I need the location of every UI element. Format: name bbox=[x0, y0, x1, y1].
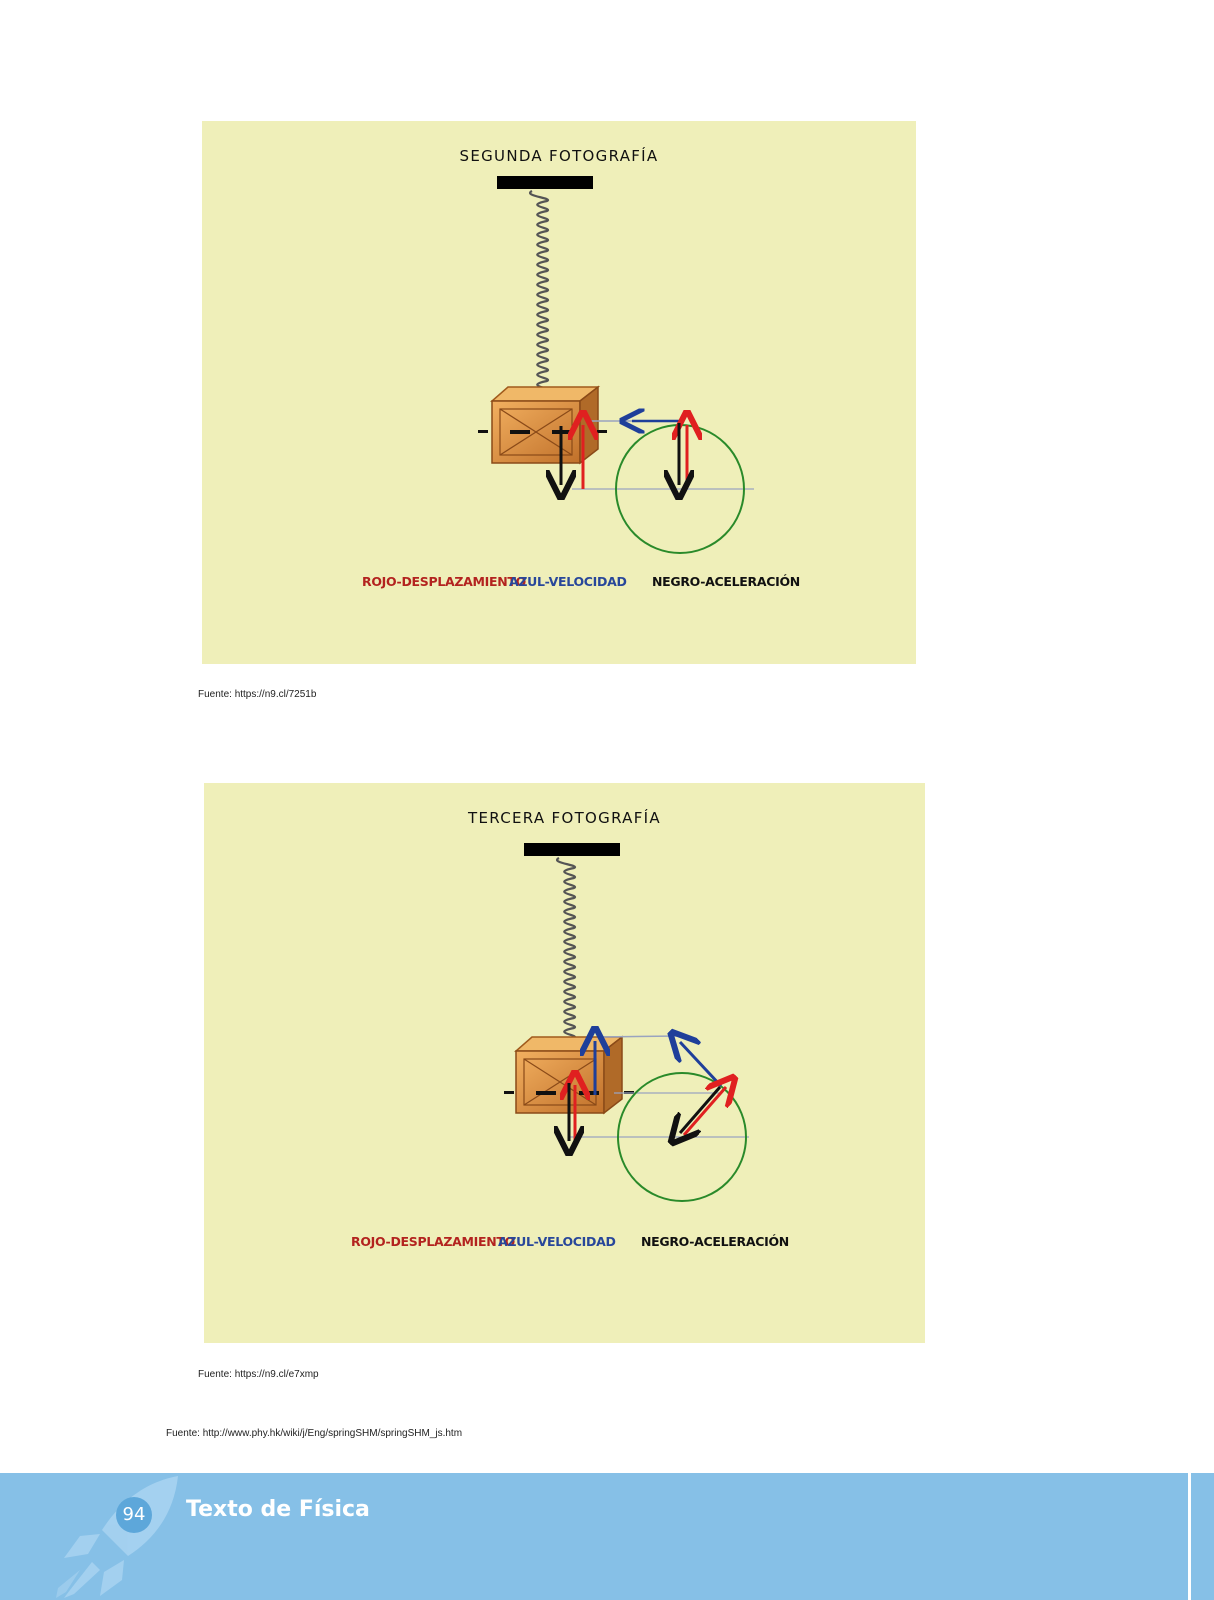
shm-diagram bbox=[504, 843, 749, 1202]
legend-displacement: ROJO-DESPLAZAMIENTO bbox=[351, 1234, 515, 1249]
displacement-vector-circle bbox=[682, 1087, 726, 1136]
ceiling-bar bbox=[524, 843, 620, 856]
page-number: 94 bbox=[116, 1497, 152, 1533]
spring-icon bbox=[528, 190, 550, 393]
legend-velocity: AZUL-VELOCIDAD bbox=[509, 574, 627, 589]
shm-diagram bbox=[478, 176, 754, 554]
figure-title: TERCERA FOTOGRAFÍA bbox=[468, 809, 661, 827]
footer-edge bbox=[1191, 1473, 1214, 1600]
figure-tercera-fotografia: TERCERA FOTOGRAFÍA bbox=[204, 783, 925, 1343]
spring-icon bbox=[555, 857, 577, 1040]
figure-segunda-fotografia: SEGUNDA FOTOGRAFÍA bbox=[202, 121, 916, 664]
footer-title: Texto de Física bbox=[186, 1497, 370, 1522]
legend-acceleration: NEGRO-ACELERACIÓN bbox=[652, 574, 800, 589]
legend: ROJO-DESPLAZAMIENTO AZUL-VELOCIDAD NEGRO… bbox=[204, 1234, 925, 1254]
figure-source: Fuente: https://n9.cl/7251b bbox=[198, 689, 317, 700]
velocity-vector-circle bbox=[680, 1042, 723, 1088]
rocket-icon bbox=[56, 1476, 178, 1598]
figure-source: Fuente: https://n9.cl/e7xmp bbox=[198, 1369, 319, 1380]
legend: ROJO-DESPLAZAMIENTO AZUL-VELOCIDAD NEGRO… bbox=[202, 574, 916, 594]
legend-displacement: ROJO-DESPLAZAMIENTO bbox=[362, 574, 526, 589]
ceiling-bar bbox=[497, 176, 593, 189]
acceleration-vector-circle bbox=[680, 1086, 722, 1133]
page-source: Fuente: http://www.phy.hk/wiki/j/Eng/spr… bbox=[166, 1428, 463, 1439]
legend-velocity: AZUL-VELOCIDAD bbox=[498, 1234, 616, 1249]
footer-band bbox=[0, 1473, 1188, 1600]
legend-acceleration: NEGRO-ACELERACIÓN bbox=[641, 1234, 789, 1249]
reference-circle bbox=[617, 1072, 747, 1202]
figure-title: SEGUNDA FOTOGRAFÍA bbox=[459, 147, 659, 165]
